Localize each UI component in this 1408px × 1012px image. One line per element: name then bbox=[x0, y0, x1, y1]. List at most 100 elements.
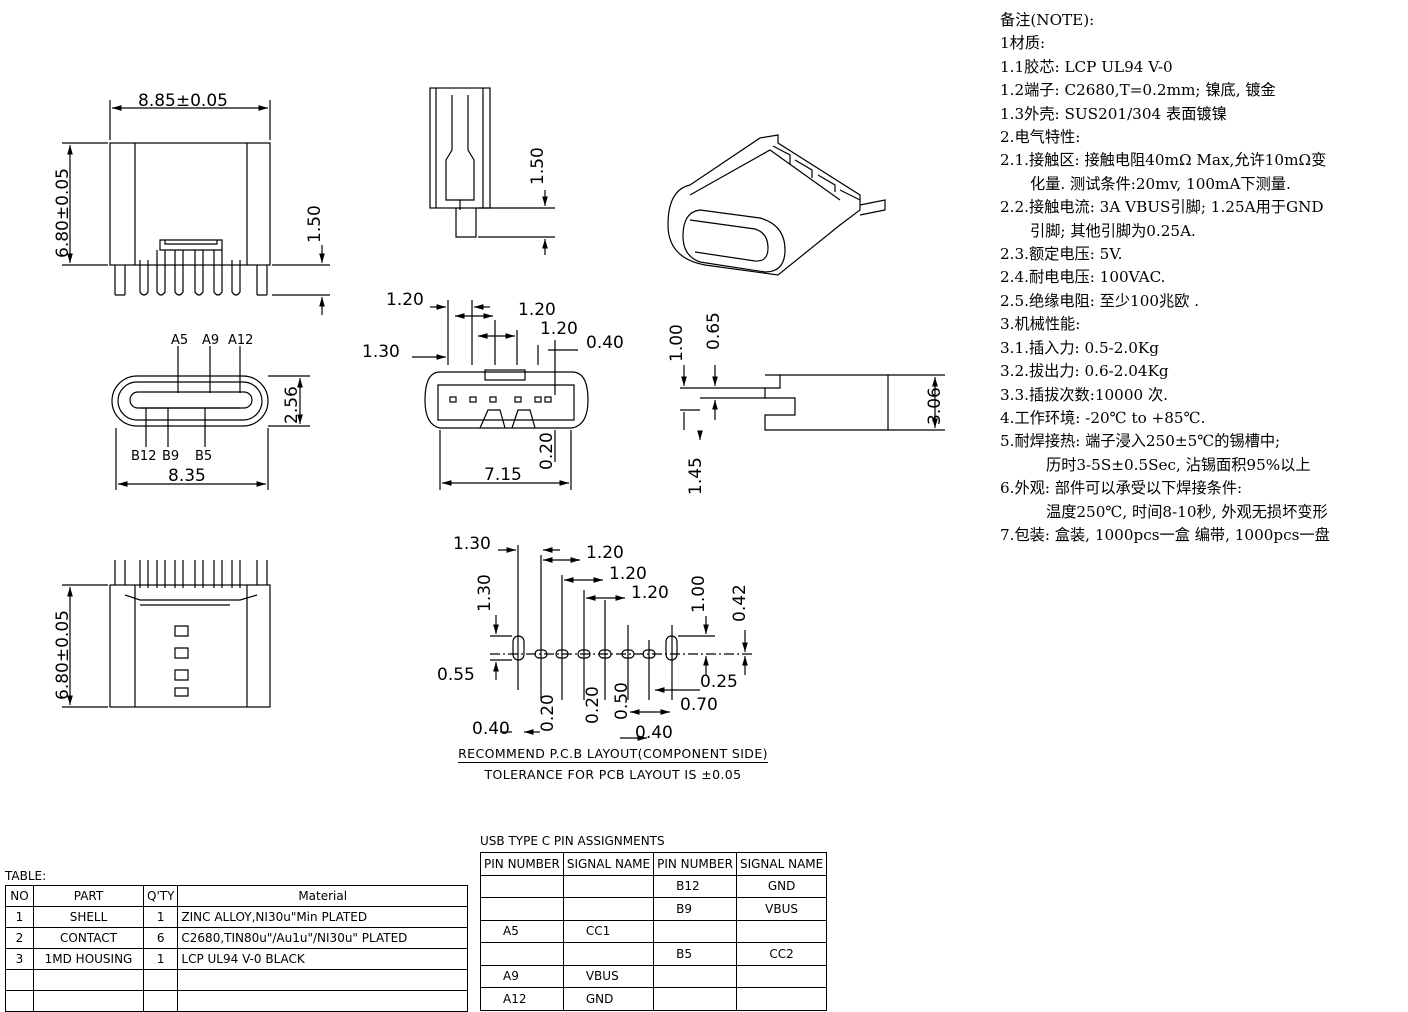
pin-label-b12: B12 bbox=[131, 449, 156, 464]
dim-top-height: 6.80±0.05 bbox=[53, 168, 73, 258]
note-line: 6.外观: 部件可以承受以下焊接条件: bbox=[1000, 479, 1243, 498]
table-cell bbox=[562, 942, 655, 966]
note-line: 2.电气特性: bbox=[1000, 128, 1081, 147]
dim-profile-c: 1.45 bbox=[686, 457, 706, 495]
dim-pcb-11: 0.50 bbox=[612, 682, 632, 720]
note-line: 3.2.拔出力: 0.6-2.04Kg bbox=[1000, 362, 1169, 381]
pcb-layout bbox=[490, 545, 755, 741]
dim-pcb-8: 0.55 bbox=[437, 665, 475, 685]
table-cell: 1MD HOUSING bbox=[33, 948, 144, 970]
table-header: PIN NUMBER bbox=[480, 852, 564, 876]
table-cell bbox=[735, 964, 828, 988]
table-cell: CC1 bbox=[562, 919, 655, 943]
table-header: PART bbox=[33, 885, 144, 907]
table-cell: B5 bbox=[653, 942, 737, 966]
note-line: 备注(NOTE): bbox=[1000, 11, 1095, 29]
note-line: 2.2.接触电流: 3A VBUS引脚; 1.25A用于GND bbox=[1000, 198, 1324, 217]
dim-profile-a: 1.00 bbox=[667, 324, 687, 362]
table-cell bbox=[653, 964, 737, 988]
dim-profile-b: 0.65 bbox=[704, 312, 724, 350]
note-line: 1.1胶芯: LCP UL94 V-0 bbox=[1000, 57, 1173, 76]
dim-pcb-13: 0.70 bbox=[680, 695, 718, 715]
pin-label-a9: A9 bbox=[202, 333, 219, 348]
table-cell: A12 bbox=[480, 987, 564, 1011]
table-cell bbox=[562, 874, 655, 898]
table-row: 2 CONTACT 6 C2680,TIN80u"/Au1u"/NI30u" P… bbox=[5, 927, 468, 949]
dim-pcb-6: 1.00 bbox=[689, 575, 709, 613]
table-row bbox=[5, 990, 468, 1012]
dim-pcb-7: 0.42 bbox=[730, 584, 750, 622]
parts-table: NO PART Q'TY Material 1 SHELL 1 ZINC ALL… bbox=[5, 885, 468, 1012]
note-line: 温度250℃, 时间8-10秒, 外观无损坏变形 bbox=[1046, 502, 1328, 521]
pcb-caption: RECOMMEND P.C.B LAYOUT(COMPONENT SIDE) bbox=[458, 746, 768, 763]
dim-pcb-15: 0.40 bbox=[635, 723, 673, 743]
table-cell: B12 bbox=[653, 874, 737, 898]
dim-front-width: 8.35 bbox=[168, 466, 206, 486]
table-header: SIGNAL NAME bbox=[562, 852, 655, 876]
note-line: 引脚; 其他引脚为0.25A. bbox=[1030, 221, 1196, 240]
table-cell: GND bbox=[735, 874, 828, 898]
note-line: 3.机械性能: bbox=[1000, 315, 1081, 334]
table-cell: 1 bbox=[5, 906, 34, 928]
dim-pcb-4: 1.20 bbox=[631, 583, 669, 603]
table-cell bbox=[480, 874, 564, 898]
dim-rear-pin: 0.40 bbox=[586, 333, 624, 353]
dim-top-pin-length: 1.50 bbox=[305, 205, 325, 243]
dim-rear-width: 7.15 bbox=[484, 465, 522, 485]
table-header: SIGNAL NAME bbox=[735, 852, 828, 876]
table-row: A5 CC1 bbox=[480, 919, 828, 943]
table-cell: SHELL bbox=[33, 906, 144, 928]
note-line: 1.2端子: C2680,T=0.2mm; 镍底, 镀金 bbox=[1000, 81, 1276, 100]
dim-profile-height: 3.06 bbox=[925, 387, 945, 425]
table-cell: 3 bbox=[5, 948, 34, 970]
note-line: 5.耐焊接热: 端子浸入250±5℃的锡槽中; bbox=[1000, 432, 1281, 451]
front-view bbox=[111, 346, 310, 490]
table-cell: VBUS bbox=[562, 964, 655, 988]
table-header: NO bbox=[5, 885, 34, 907]
table-cell: CC2 bbox=[735, 942, 828, 966]
table-cell bbox=[735, 987, 828, 1011]
top-view bbox=[62, 100, 330, 315]
pcb-tolerance: TOLERANCE FOR PCB LAYOUT IS ±0.05 bbox=[484, 767, 742, 782]
table-header: Material bbox=[177, 885, 468, 907]
side-view bbox=[429, 87, 555, 255]
isometric-view bbox=[667, 134, 886, 276]
parts-table-title: TABLE: bbox=[5, 869, 47, 883]
table-row: B12 GND bbox=[480, 874, 828, 898]
dim-pcb-2: 1.20 bbox=[586, 543, 624, 563]
note-line: 1.3外壳: SUS201/304 表面镀镍 bbox=[1000, 104, 1227, 123]
table-cell bbox=[653, 919, 737, 943]
dim-pcb-5: 1.30 bbox=[475, 574, 495, 612]
note-line: 3.1.插入力: 0.5-2.0Kg bbox=[1000, 338, 1159, 357]
note-line: 2.1.接触区: 接触电阻40mΩ Max,允许10mΩ变 bbox=[1000, 151, 1327, 170]
table-cell: C2680,TIN80u"/Au1u"/NI30u" PLATED bbox=[177, 927, 468, 949]
dim-pcb-14: 0.40 bbox=[472, 719, 510, 739]
note-line: 3.3.插拔次数:10000 次. bbox=[1000, 385, 1169, 404]
table-cell bbox=[480, 897, 564, 921]
dim-pcb-12: 0.25 bbox=[700, 672, 738, 692]
table-cell: 1 bbox=[142, 906, 179, 928]
note-line: 2.3.额定电压: 5V. bbox=[1000, 245, 1123, 264]
dim-rear-pitch-1: 1.20 bbox=[386, 290, 424, 310]
table-cell: CONTACT bbox=[33, 927, 144, 949]
table-cell bbox=[653, 987, 737, 1011]
table-cell: 1 bbox=[142, 948, 179, 970]
table-row: 1 SHELL 1 ZINC ALLOY,NI30u"Min PLATED bbox=[5, 906, 468, 928]
table-cell bbox=[480, 942, 564, 966]
note-line: 2.5.绝缘电阻: 至少100兆欧 . bbox=[1000, 291, 1200, 310]
pin-table-title: USB TYPE C PIN ASSIGNMENTS bbox=[480, 834, 665, 848]
table-cell: 6 bbox=[142, 927, 179, 949]
dim-rear-pitch-3: 1.20 bbox=[540, 319, 578, 339]
dim-pcb-3: 1.20 bbox=[609, 564, 647, 584]
table-row: A9 VBUS bbox=[480, 964, 828, 988]
table-header: PIN NUMBER bbox=[653, 852, 737, 876]
note-line: 2.4.耐电电压: 100VAC. bbox=[1000, 268, 1166, 287]
dim-side-pin-length: 1.50 bbox=[528, 147, 548, 185]
table-cell: B9 bbox=[653, 897, 737, 921]
dim-top-width: 8.85±0.05 bbox=[138, 91, 228, 111]
table-header-row: PIN NUMBER SIGNAL NAME PIN NUMBER SIGNAL… bbox=[480, 852, 828, 876]
table-cell: 2 bbox=[5, 927, 34, 949]
table-row: 3 1MD HOUSING 1 LCP UL94 V-0 BLACK bbox=[5, 948, 468, 970]
table-row: B9 VBUS bbox=[480, 897, 828, 921]
